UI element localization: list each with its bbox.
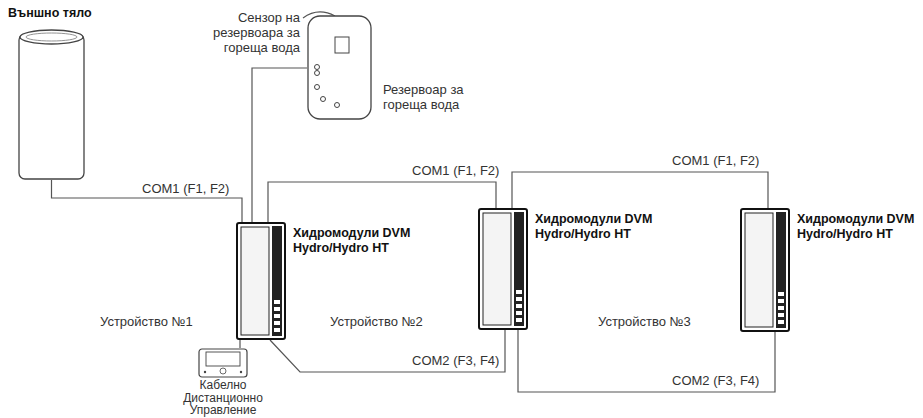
unit-art <box>740 208 790 332</box>
outdoor-unit: Външно тяло <box>18 28 85 180</box>
drawing-part <box>516 304 522 308</box>
drawing-part <box>274 300 280 304</box>
cable-connector <box>52 180 243 222</box>
tank-label: Резервоар за гореща вода <box>383 82 483 112</box>
cable-connector <box>268 182 496 222</box>
cable-connector <box>512 172 768 208</box>
unit-heading: Външно тяло <box>8 6 128 21</box>
drawing-part <box>274 314 280 318</box>
device-number: Устройство №2 <box>330 314 423 329</box>
unit-art <box>236 222 286 340</box>
drawing-part <box>240 371 242 373</box>
drawing-part <box>220 368 226 374</box>
hot-water-tank: Резервоар за гореща вода <box>307 15 372 120</box>
drawing-part <box>778 299 784 303</box>
unit-heading: Хидромодули DVM Hydro/Hydro HT <box>535 212 653 242</box>
drawing-part <box>206 352 240 366</box>
drawing-part <box>19 34 84 179</box>
drawing-part <box>20 30 83 44</box>
drawing-part <box>778 320 784 324</box>
unit-heading: Хидромодули DVM Hydro/Hydro HT <box>293 226 411 256</box>
drawing-part <box>776 212 786 328</box>
cable-label: COM1 (F1, F2) <box>410 163 501 178</box>
drawing-part <box>778 306 784 310</box>
drawing-part <box>514 212 524 326</box>
unit-heading: Хидромодули DVM Hydro/Hydro HT <box>797 212 915 242</box>
cable-label: COM1 (F1, F2) <box>670 153 761 168</box>
cable-connector <box>239 340 240 348</box>
drawing-part <box>199 349 247 377</box>
ctrl-art <box>198 348 248 378</box>
drawing-part <box>308 16 371 119</box>
cable-label: COM2 (F3, F4) <box>410 353 501 368</box>
cable-connector <box>270 330 505 372</box>
device-number: Устройство №1 <box>100 314 193 329</box>
drawing-part <box>778 292 784 296</box>
drawing-part <box>272 226 282 336</box>
drawing-part <box>335 37 349 53</box>
drawing-part <box>274 321 280 325</box>
drawing-part <box>516 318 522 322</box>
cable-connector <box>518 330 775 392</box>
hydro-module: Хидромодули DVM Hydro/Hydro HTУстройство… <box>740 208 790 332</box>
drawing-part <box>516 297 522 301</box>
tank-art <box>307 15 372 120</box>
drawing-part <box>745 213 773 327</box>
drawing-part <box>335 103 340 108</box>
cable-connector <box>252 68 307 222</box>
drawing-part <box>26 33 77 41</box>
drawing-part <box>479 209 527 329</box>
wired-remote: Кабелно Дистанционно Управление <box>198 348 248 378</box>
cable-label: COM1 (F1, F2) <box>140 181 231 196</box>
drawing-part <box>315 65 320 70</box>
hydro-module: Хидромодули DVM Hydro/Hydro HTУстройство… <box>478 208 528 330</box>
drawing-part <box>321 97 326 102</box>
drawing-part <box>778 313 784 317</box>
drawing-part <box>516 290 522 294</box>
drawing-part <box>483 213 511 325</box>
cable-label: COM2 (F3, F4) <box>670 373 761 388</box>
device-number: Устройство №3 <box>598 314 691 329</box>
drawing-part <box>274 328 280 332</box>
hydro-module: Хидромодули DVM Hydro/Hydro HTУстройство… <box>236 222 286 340</box>
remote-label: Кабелно Дистанционно Управление <box>176 379 270 417</box>
drawing-part <box>516 311 522 315</box>
drawing-part <box>274 307 280 311</box>
drawing-part <box>315 71 320 76</box>
drawing-part <box>741 209 789 331</box>
drawing-part <box>237 223 285 339</box>
outdoor-art <box>18 28 85 180</box>
drawing-part <box>315 85 320 90</box>
drawing-part <box>241 227 269 335</box>
drawing-part <box>204 371 206 373</box>
unit-art <box>478 208 528 330</box>
sensor-label: Сензор на резервоара за гореща вода <box>196 10 300 55</box>
